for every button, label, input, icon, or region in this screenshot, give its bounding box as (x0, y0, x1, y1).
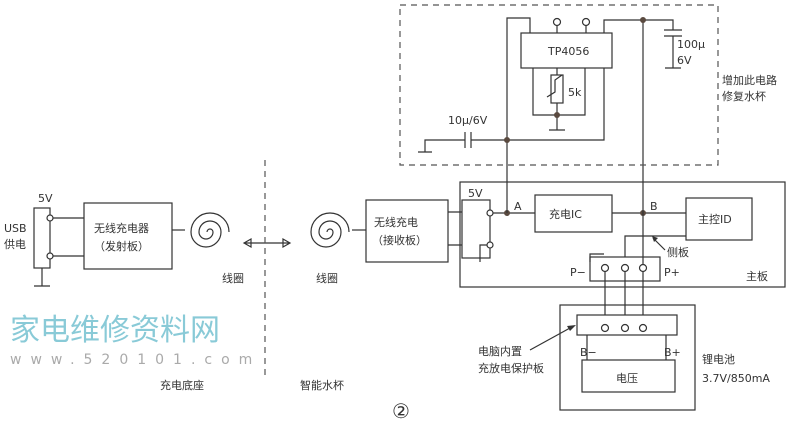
figure-number: ② (392, 399, 410, 423)
section-cup: 智能水杯 (300, 378, 344, 392)
receiver-label: 无线充电 (374, 215, 418, 229)
charger-label: 无线充电器 (94, 221, 149, 235)
charge-ic-label: 充电IC (549, 207, 582, 221)
protect-arrow (529, 327, 571, 351)
node-b-label: B (650, 200, 658, 213)
coil-label-2: 线圈 (316, 271, 338, 285)
chip-pin (581, 17, 591, 27)
cap2-label: 100μ (677, 38, 705, 51)
cap1-label: 10μ/6V (448, 114, 488, 127)
cap1-wires (418, 68, 605, 153)
battery-pin (600, 323, 610, 333)
receiver-box (365, 199, 449, 263)
chip-pin (552, 17, 562, 27)
charge-ic-box (534, 194, 613, 233)
mainboard-5v-connector (461, 199, 491, 259)
side-board-wire (589, 253, 604, 262)
charger-label-2: （发射板） (94, 239, 149, 253)
usb-wires (34, 217, 84, 287)
tp4056-wires (556, 19, 681, 69)
arrowhead-icon (652, 236, 658, 242)
double-arrow-icon (242, 237, 292, 249)
watermark-url: www.520101.com (10, 352, 261, 368)
battery-pin (638, 323, 648, 333)
capacitor-icon (464, 132, 472, 148)
connector-pin (486, 209, 494, 217)
usb-pin (46, 252, 54, 260)
main-controller-label: 主控ID (698, 212, 732, 226)
controller-wire (624, 235, 686, 262)
usb-label: USB (4, 222, 27, 235)
added-circuit-region (399, 4, 719, 166)
resistor-label: 5k (568, 86, 582, 99)
cap2-label-2: 6V (677, 54, 692, 67)
main-board (459, 181, 786, 288)
watermark: 家电维修资料网 (10, 313, 220, 348)
arrowhead-icon (567, 325, 576, 331)
section-base: 充电底座 (160, 378, 204, 392)
battery-name: 锂电池 (702, 352, 735, 366)
main-controller-box (685, 197, 753, 241)
vertical-wires (506, 17, 644, 325)
receiver-label-2: （接收板） (372, 233, 427, 247)
b-minus-label: B− (580, 346, 597, 359)
p-minus-label: P− (570, 266, 586, 279)
battery-pack (559, 304, 696, 411)
mainboard-label: 主板 (746, 269, 768, 283)
usb-pin (46, 214, 54, 222)
connector-pin (638, 263, 648, 273)
thermistor-slash (546, 74, 563, 98)
b-plus-label: B+ (664, 346, 681, 359)
note-label: 增加此电路 (722, 73, 777, 87)
coil-icon (310, 212, 350, 248)
coil-icon (190, 212, 230, 248)
thermistor-icon (550, 74, 564, 104)
protect-label: 电脑内置 (478, 344, 522, 358)
tp4056-label: TP4056 (547, 45, 589, 58)
voltage-label: 电压 (616, 372, 638, 385)
junction-dot (504, 137, 510, 143)
junction-dot (554, 112, 560, 118)
capacitor-icon (664, 29, 682, 37)
junction-dot (640, 17, 646, 23)
p-plus-label: P+ (664, 266, 680, 279)
note-label-2: 修复水杯 (722, 89, 766, 103)
wireless-charger-box (83, 202, 173, 270)
connector-pin (600, 263, 610, 273)
side-board-label: 侧板 (667, 245, 689, 259)
battery-cell (581, 359, 676, 393)
protect-label-2: 充放电保护板 (478, 361, 544, 375)
battery-spec: 3.7V/850mA (702, 372, 770, 385)
connector-pin (486, 241, 494, 249)
mainboard-5v-label: 5V (468, 187, 483, 200)
usb-5v-label: 5V (38, 192, 53, 205)
usb-label-2: 供电 (4, 237, 26, 251)
coil-label: 线圈 (222, 271, 244, 285)
tp4056-chip (520, 32, 613, 69)
battery-pin (620, 323, 630, 333)
node-a-label: A (514, 200, 522, 213)
connector-pin (620, 263, 630, 273)
